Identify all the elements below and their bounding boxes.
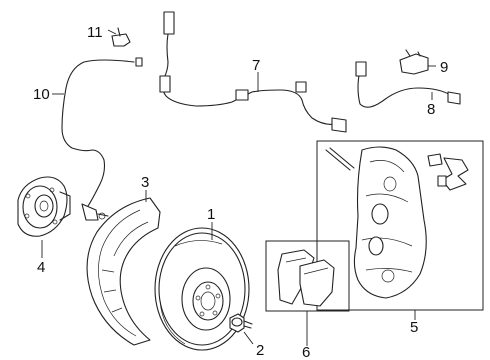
dust-shield: [86, 197, 161, 346]
rear-sensor-wire: [355, 61, 461, 108]
callout-2: 2: [256, 342, 264, 359]
bracket-clip: [399, 49, 429, 75]
callout-1: 1: [207, 206, 215, 223]
callout-7: 7: [252, 57, 260, 74]
wheel-bolt: [229, 313, 253, 333]
callout-9: 9: [440, 59, 448, 76]
brake-pads-kit: [265, 240, 350, 312]
callout-5: 5: [410, 319, 418, 336]
brake-rotor: [154, 227, 250, 351]
wear-sensor-harness: [159, 11, 347, 133]
sensor-clip: [111, 27, 131, 47]
callout-8: 8: [427, 101, 435, 118]
callout-10: 10: [33, 86, 50, 103]
wheel-hub: [17, 176, 71, 237]
leader-lines: [41, 29, 436, 346]
caliper-kit: [316, 140, 484, 311]
wheel-speed-sensor-cable: [61, 57, 143, 221]
callout-6: 6: [302, 344, 310, 360]
callout-11: 11: [87, 24, 103, 41]
callout-labels: 1 2 3 4 5 6 7 8 9 10 11: [33, 24, 448, 360]
callout-4: 4: [37, 259, 45, 276]
callout-3: 3: [141, 174, 149, 191]
